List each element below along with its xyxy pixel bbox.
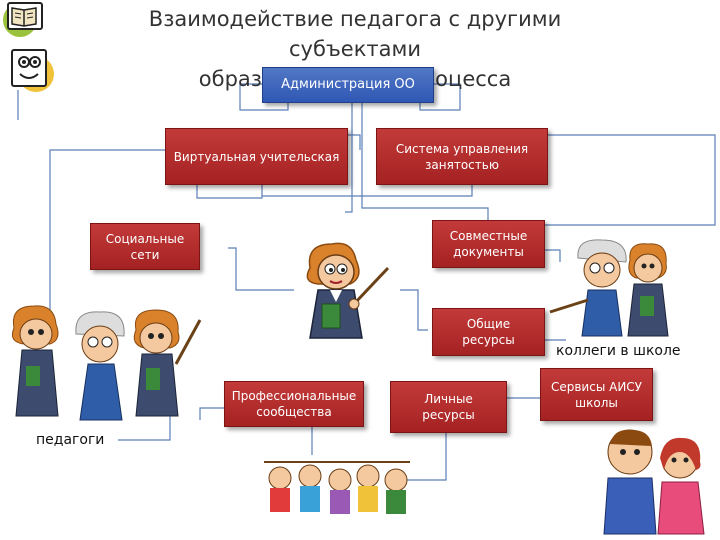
parents-group [594,422,712,536]
node-shared-documents: Совместные документы [432,220,545,268]
colleagues-group [548,238,673,338]
node-professional-communities: Профессиональные сообщества [224,381,364,427]
node-administration: Администрация ОО [262,67,434,103]
node-aisu-services: Сервисы АИСУ школы [540,368,653,421]
node-employment-system: Система управления занятостью [376,128,548,185]
students-group [262,452,412,522]
face-logo-icon [6,44,56,94]
title-line-1: Взаимодействие педагога с другими субъек… [148,7,562,61]
caption-colleagues: коллеги в школе [556,343,681,359]
node-common-resources: Общие ресурсы [432,308,545,356]
node-personal-resources: Личные ресурсы [390,381,507,433]
node-social-networks: Социальные сети [90,223,200,270]
book-logo-icon [2,0,46,38]
caption-teachers: педагоги [36,432,105,448]
teachers-group [4,304,209,424]
teacher-figure-center [292,238,404,350]
node-virtual-teachers-room: Виртуальная учительская [165,128,348,185]
page-title: Взаимодействие педагога с другими субъек… [95,4,615,94]
